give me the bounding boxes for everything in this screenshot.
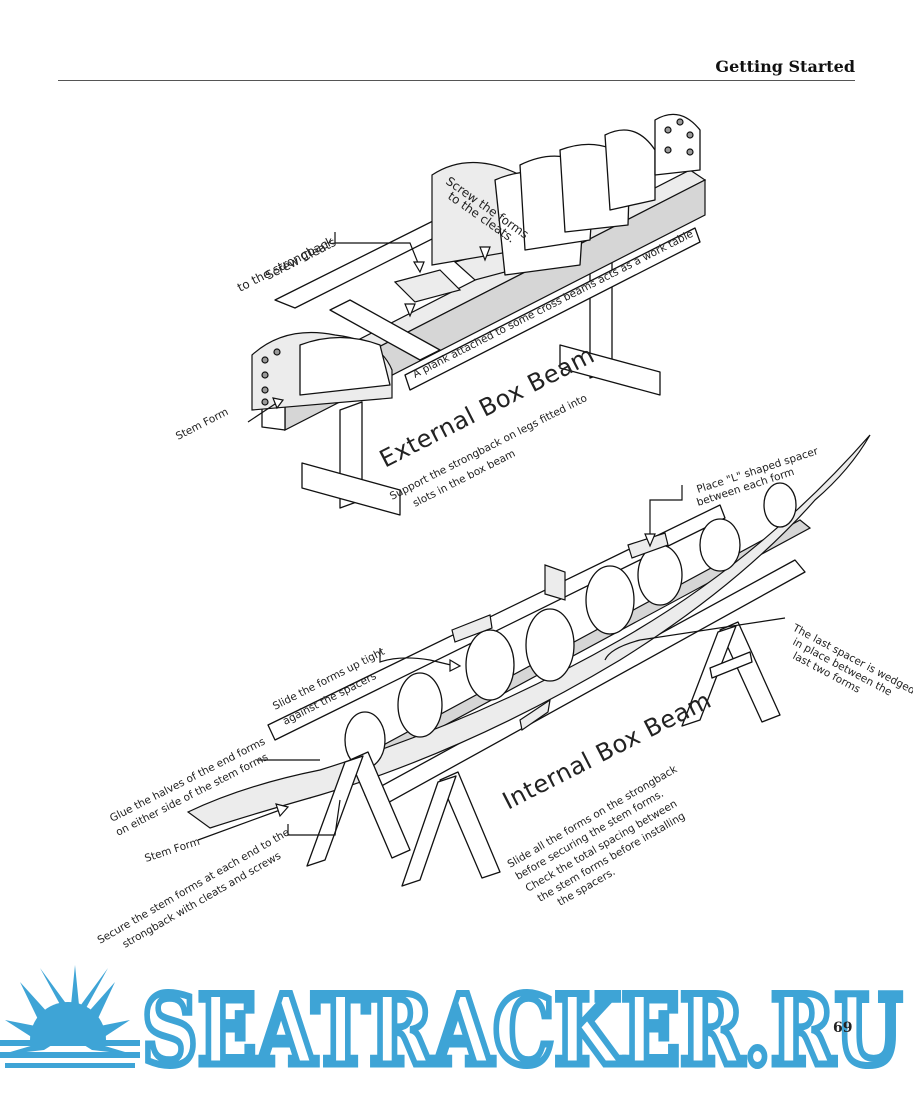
label-secure-stem-2: strongback with cleats and screws — [121, 850, 284, 951]
header-rule — [58, 80, 855, 81]
seatracker-watermark: SEATRACKER.RU — [0, 965, 906, 1078]
label-stem-form-upper: Stem Form — [174, 406, 230, 443]
external-box-beam-figure — [247, 113, 707, 516]
page-header-title: Getting Started — [715, 57, 855, 76]
label-stem-form-lower: Stem Form — [143, 836, 201, 865]
watermark-text: SEATRACKER.RU — [142, 974, 902, 1078]
sun-logo-icon — [0, 965, 140, 1068]
internal-box-beam-figure — [186, 434, 871, 887]
page-number: 69 — [833, 1020, 853, 1036]
stem-form-holes — [261, 348, 281, 406]
stern-form-holes — [664, 118, 694, 156]
